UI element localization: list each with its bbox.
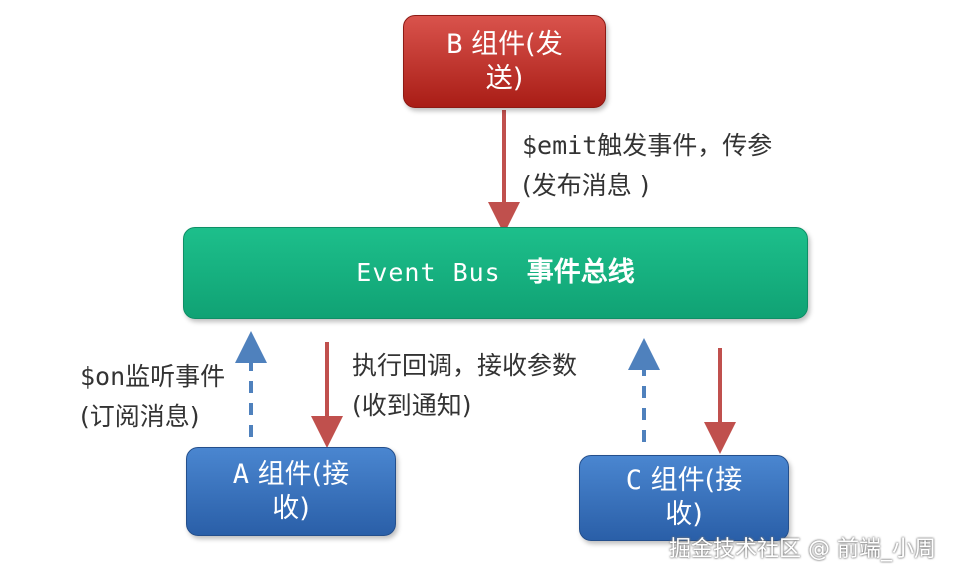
- component-c-node: C 组件(接 收): [579, 455, 789, 541]
- component-c-text-line2: 收): [665, 499, 703, 530]
- component-c-code: C: [625, 465, 643, 497]
- component-b-node: B 组件(发 送): [403, 15, 606, 108]
- component-b-text-line2: 送): [485, 62, 524, 94]
- on-code: $on: [80, 362, 126, 391]
- watermark: 掘金技术社区 @ 前端_小周: [669, 537, 936, 562]
- component-a-text-line2: 收): [272, 492, 310, 524]
- event-bus-code: Event Bus: [356, 258, 501, 288]
- on-label: $on监听事件 (订阅消息): [80, 357, 225, 437]
- component-a-text-line1: 组件(接: [257, 458, 350, 490]
- emit-label: $emit触发事件，传参 (发布消息 ): [522, 126, 772, 206]
- component-c-text-line1: 组件(接: [650, 465, 743, 497]
- emit-label-line1: 触发事件，传参: [597, 131, 773, 160]
- component-a-node: A 组件(接 收): [186, 447, 396, 536]
- component-b-text-line1: 组件(发: [471, 28, 563, 60]
- event-bus-text: 事件总线: [526, 257, 635, 289]
- emit-code: $emit: [522, 131, 598, 160]
- on-label-line2: (订阅消息): [80, 402, 200, 431]
- emit-label-line2: (发布消息 ): [522, 171, 650, 200]
- callback-label: 执行回调，接收参数 (收到通知): [352, 346, 577, 426]
- callback-label-line2: (收到通知): [352, 391, 472, 420]
- event-bus-node: Event Bus 事件总线: [183, 227, 808, 319]
- on-label-line1: 监听事件: [125, 362, 226, 391]
- component-b-code: B: [446, 28, 463, 60]
- component-a-code: A: [232, 458, 250, 490]
- callback-label-line1: 执行回调，接收参数: [352, 351, 578, 380]
